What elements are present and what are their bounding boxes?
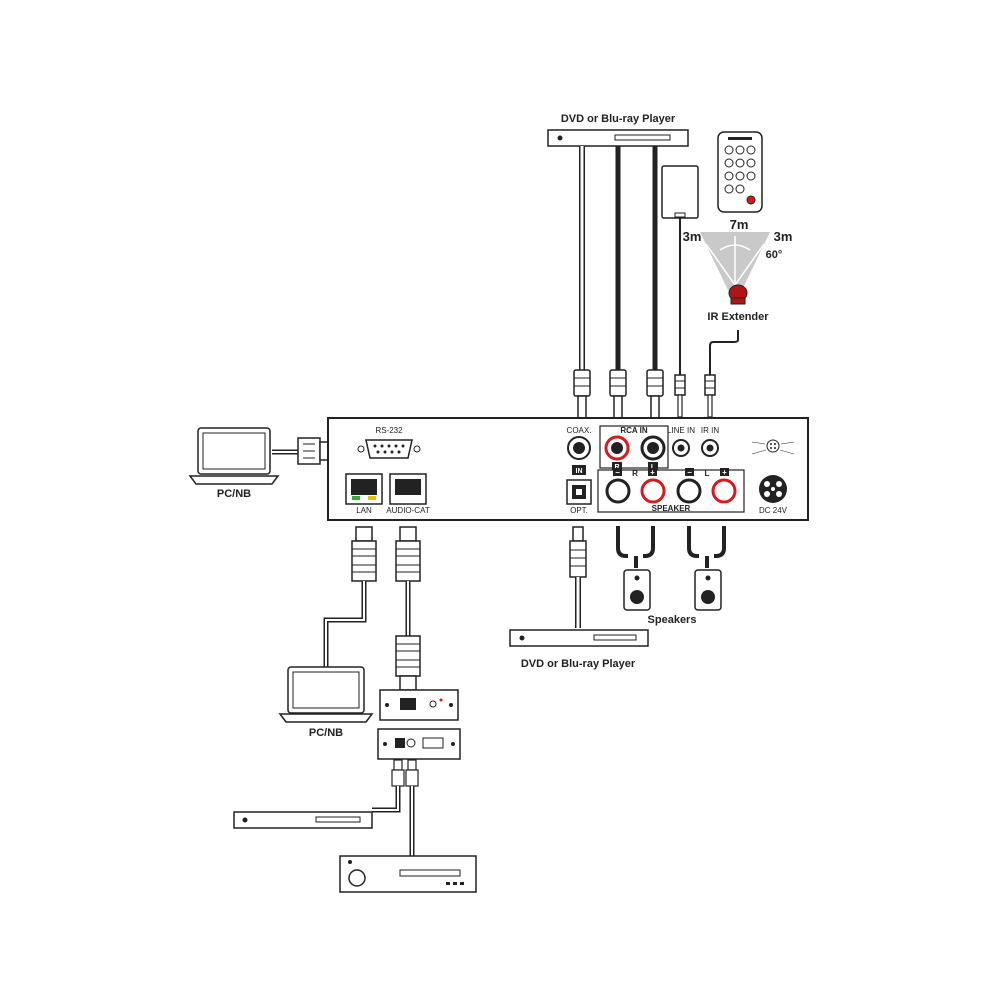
- rca-r-badge: [612, 462, 622, 470]
- speaker-r-minus-terminal: [605, 478, 631, 504]
- audio-jack-line-in: [674, 374, 686, 418]
- spk-l-plus: +: [722, 468, 727, 477]
- ir-range-fan: [700, 232, 770, 290]
- pc-left-label: PC/NB: [217, 488, 251, 500]
- spk-l-label: L: [705, 469, 710, 478]
- rs232-label: RS-232: [375, 426, 403, 435]
- coax-port: [567, 436, 591, 460]
- dvd-player-bottom: [509, 629, 649, 647]
- dc-24v-label: DC 24V: [759, 506, 788, 515]
- dvd-player-top: [547, 129, 689, 147]
- laptop-bottom: [278, 666, 374, 723]
- ir-remote-icon: [717, 131, 763, 213]
- speaker-wire-right: [616, 526, 655, 568]
- rca-in-l-port: [640, 435, 666, 461]
- speaker-label: SPEAKER: [652, 504, 691, 513]
- opt-label: OPT.: [570, 506, 588, 515]
- in-label: IN: [576, 468, 583, 475]
- remote-receiver-box-2: [377, 728, 461, 760]
- rca-plug-l: [646, 369, 664, 423]
- optical-cable-plug: [569, 526, 587, 578]
- in-badge: [572, 465, 586, 475]
- dvd-top-label: DVD or Blu-ray Player: [561, 113, 676, 125]
- optical-port: [566, 479, 592, 505]
- coax-label: COAX.: [567, 426, 592, 435]
- ir-in-label: IR IN: [701, 426, 719, 435]
- ir-angle: 60°: [766, 249, 783, 261]
- pc-bottom-label: PC/NB: [309, 727, 343, 739]
- rs232-cable: [272, 437, 331, 465]
- lan-cable-plug: [351, 526, 377, 582]
- spk-l-minus: −: [687, 468, 692, 477]
- remote-rca-plugs: [391, 759, 419, 787]
- line-in-label: LINE IN: [667, 426, 695, 435]
- speaker-box: [597, 469, 745, 513]
- remote-receiver-box-1: [379, 689, 459, 721]
- rca-in-box: [599, 425, 669, 469]
- ir-extender-led: [728, 284, 748, 305]
- line-in-port: [672, 439, 690, 457]
- rca-in-r-port: [604, 435, 630, 461]
- speaker-right: [623, 569, 651, 611]
- av-receiver: [339, 855, 477, 893]
- audio-cat-port: [389, 473, 427, 505]
- ir-in-port: [701, 439, 719, 457]
- rca-r-label: R: [614, 464, 619, 471]
- rca-plug-r: [609, 369, 627, 423]
- rs232-port: [357, 439, 421, 459]
- tablet-icon: [661, 165, 699, 219]
- speaker-l-plus-terminal: [711, 478, 737, 504]
- rca-in-label: RCA IN: [620, 426, 647, 435]
- ir-range-right: 3m: [774, 229, 793, 244]
- laptop-left: [188, 427, 280, 485]
- spk-r-minus: −: [615, 468, 620, 477]
- spk-r-label: R: [632, 469, 638, 478]
- speaker-wire-left: [687, 526, 726, 568]
- rca-l-label: L: [651, 464, 656, 471]
- ir-range-center: 7m: [730, 217, 749, 232]
- rca-l-badge: [648, 462, 658, 470]
- speakers-label: Speakers: [648, 614, 697, 626]
- dvd-player-remote: [233, 811, 373, 829]
- ir-range-left: 3m: [683, 229, 702, 244]
- dvd-bottom-label: DVD or Blu-ray Player: [521, 658, 636, 670]
- lan-label: LAN: [356, 506, 372, 515]
- speaker-l-minus-terminal: [676, 478, 702, 504]
- rca-cables-top: [579, 146, 658, 370]
- lan-port: [345, 473, 383, 505]
- speaker-r-plus-terminal: [640, 478, 666, 504]
- dc-24v-port: [759, 475, 787, 503]
- audio-cat-cable-plug-remote: [395, 635, 421, 691]
- spk-r-plus: +: [650, 468, 655, 477]
- audio-cat-cable-plug: [395, 526, 421, 582]
- audio-cat-label: AUDIO-CAT: [386, 506, 430, 515]
- speaker-left: [694, 569, 722, 611]
- ir-extender-label: IR Extender: [707, 311, 769, 323]
- dc-pin-diagram-icon: [751, 439, 795, 455]
- rca-plug-coax: [573, 369, 591, 423]
- audio-jack-ir-in: [704, 374, 716, 418]
